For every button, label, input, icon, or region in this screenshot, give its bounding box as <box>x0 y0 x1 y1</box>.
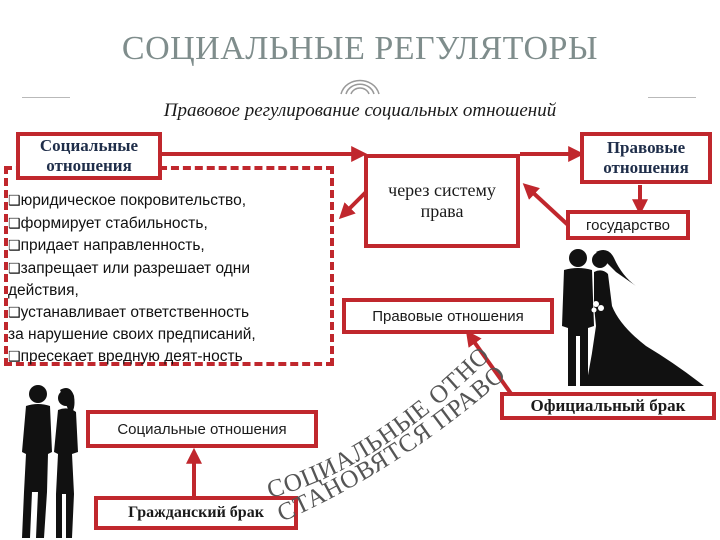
couple-silhouette-icon <box>22 385 78 538</box>
list-item: действия, <box>8 282 79 299</box>
checkbox-bullet-icon: ❑ <box>8 260 21 277</box>
wedding-couple-silhouette-icon <box>562 249 704 386</box>
civil-marriage-box: Гражданский брак <box>94 496 298 530</box>
list-item: ❑пресекает вредную деят-ность <box>8 347 243 365</box>
features-list: ❑юридическое покровительство, ❑формирует… <box>8 190 333 368</box>
state-box: государство <box>566 210 690 240</box>
social-relations-box: Социальные отношения <box>16 132 162 180</box>
checkbox-bullet-icon: ❑ <box>8 304 21 321</box>
rule-left <box>22 97 70 98</box>
legal-relations-middle-box: Правовые отношения <box>342 298 554 334</box>
checkbox-bullet-icon: ❑ <box>8 215 21 232</box>
social-relations-bottom-box: Социальные отношения <box>86 410 318 448</box>
list-item: ❑устанавливает ответственность <box>8 303 250 321</box>
rule-right <box>648 97 696 98</box>
list-item: ❑формирует стабильность, <box>8 214 208 232</box>
official-marriage-box: Официальный брак <box>500 392 716 420</box>
checkbox-bullet-icon: ❑ <box>8 348 21 365</box>
list-item: ❑запрещает или разрешает одни <box>8 259 250 277</box>
list-item: ❑придает направленность, <box>8 237 205 254</box>
list-item: ❑юридическое покровительство, <box>8 192 247 209</box>
page-title: СОЦИАЛЬНЫЕ РЕГУЛЯТОРЫ <box>121 30 599 67</box>
list-item: за нарушение своих предписаний, <box>8 326 256 343</box>
ornament-icon <box>338 74 382 101</box>
legal-relations-box: Правовые отношения <box>580 132 712 184</box>
features-dashed-frame <box>4 166 334 366</box>
through-system-box: через систему права <box>364 154 520 248</box>
checkbox-bullet-icon: ❑ <box>8 193 21 209</box>
checkbox-bullet-icon: ❑ <box>8 238 21 254</box>
page-subtitle: Правовое регулирование социальных отноше… <box>163 100 557 121</box>
